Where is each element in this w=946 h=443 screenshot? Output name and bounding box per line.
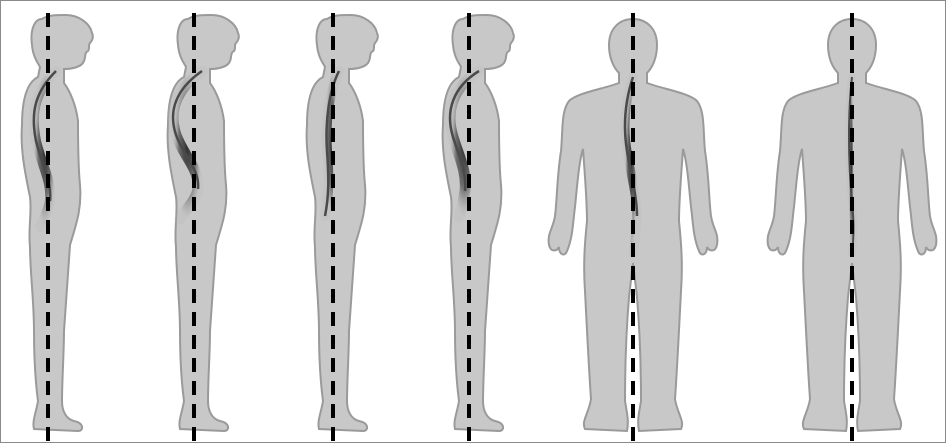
figure-5 [549,13,718,442]
figure-6 [768,13,937,442]
figure-4 [443,13,514,442]
figure-3 [307,13,378,442]
figure-2 [168,13,239,442]
figure-1 [22,13,93,442]
